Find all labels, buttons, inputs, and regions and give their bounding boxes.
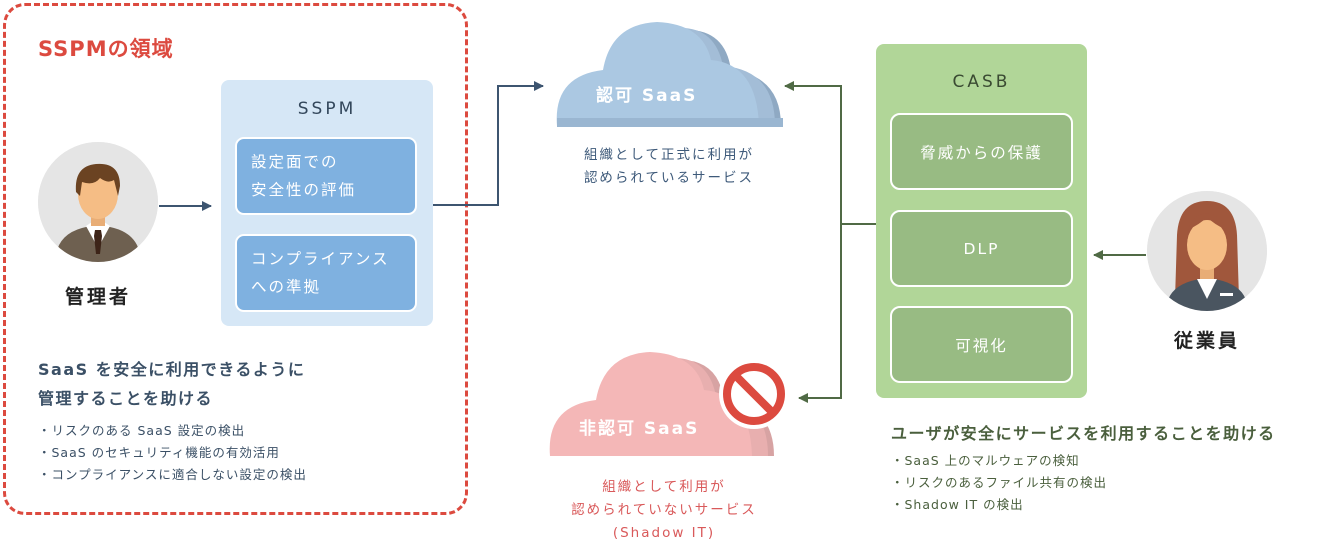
sspm-description-line: SaaS を安全に利用できるように [38,360,306,379]
unsanctioned-saas-description: 組織として利用が 認められていないサービス (Shadow IT) [546,476,782,542]
list-item: ・リスクのある SaaS 設定の検出 [38,423,246,438]
casb-description-title: ユーザが安全にサービスを利用することを助ける [891,424,1276,443]
sspm-description-title: SaaS を安全に利用できるように 管理することを助ける [38,355,305,413]
list-item: ・Shadow IT の検出 [891,497,1024,512]
sanctioned-saas-cloud: 認可 SaaS [553,14,785,129]
list-item: ・コンプライアンスに適合しない設定の検出 [38,467,307,482]
casb-box: CASB 脅威からの保護 DLP 可視化 [876,44,1087,398]
casb-item-dlp: DLP [890,210,1073,287]
sanctioned-saas-description: 組織として正式に利用が 認められているサービス [553,144,785,190]
male-person-icon [38,142,158,262]
casb-item-visibility: 可視化 [890,306,1073,383]
sanctioned-saas-label: 認可 SaaS [596,86,698,106]
admin-avatar [38,142,158,262]
admin-label: 管理者 [64,286,131,308]
unsanctioned-saas-cloud: 非認可 SaaS [546,344,778,459]
casb-bullet-list: ・SaaS 上のマルウェアの検知 ・リスクのあるファイル共有の検出 ・Shado… [891,450,1107,516]
sspm-item-line: 安全性の評価 [251,181,357,199]
unsanctioned-saas-description-line: 認められていないサービス [571,502,757,518]
cloud-icon [549,352,774,456]
sspm-description-line: 管理することを助ける [38,389,214,408]
list-item: ・SaaS 上のマルウェアの検知 [891,453,1080,468]
casb-item-threat-protection: 脅威からの保護 [890,113,1073,190]
casb-box-title: CASB [952,72,1011,92]
sspm-item-compliance: コンプライアンス への準拠 [235,234,417,312]
sspm-box-title: SSPM [297,99,357,119]
sanctioned-saas-description-line: 認められているサービス [583,170,755,186]
list-item: ・SaaS のセキュリティ機能の有効活用 [38,445,280,460]
unsanctioned-saas-description-line: 組織として利用が [602,479,726,495]
no-entry-icon [718,358,790,430]
female-person-icon [1147,191,1267,311]
sspm-item-line: コンプライアンス [251,250,390,268]
employee-avatar [1147,191,1267,311]
sanctioned-saas-description-line: 組織として正式に利用が [583,147,755,163]
unsanctioned-saas-description-line: (Shadow IT) [612,525,716,541]
casb-to-sanctioned-arrow [784,81,842,224]
casb-to-unsanctioned-arrow [798,224,842,403]
cloud-icon [556,22,783,127]
sspm-item-security-evaluation: 設定面での 安全性の評価 [235,137,417,215]
sspm-box: SSPM 設定面での 安全性の評価 コンプライアンス への準拠 [221,80,433,326]
sspm-item-line: 設定面での [251,153,339,171]
employee-label: 従業員 [1173,330,1240,352]
sspm-bullet-list: ・リスクのある SaaS 設定の検出 ・SaaS のセキュリティ機能の有効活用 … [38,420,307,486]
sspm-region-border [3,3,468,515]
sspm-item-line: への準拠 [251,278,322,296]
sspm-region-title: SSPMの領域 [38,37,174,61]
list-item: ・リスクのあるファイル共有の検出 [891,475,1108,490]
unsanctioned-saas-label: 非認可 SaaS [579,419,700,439]
